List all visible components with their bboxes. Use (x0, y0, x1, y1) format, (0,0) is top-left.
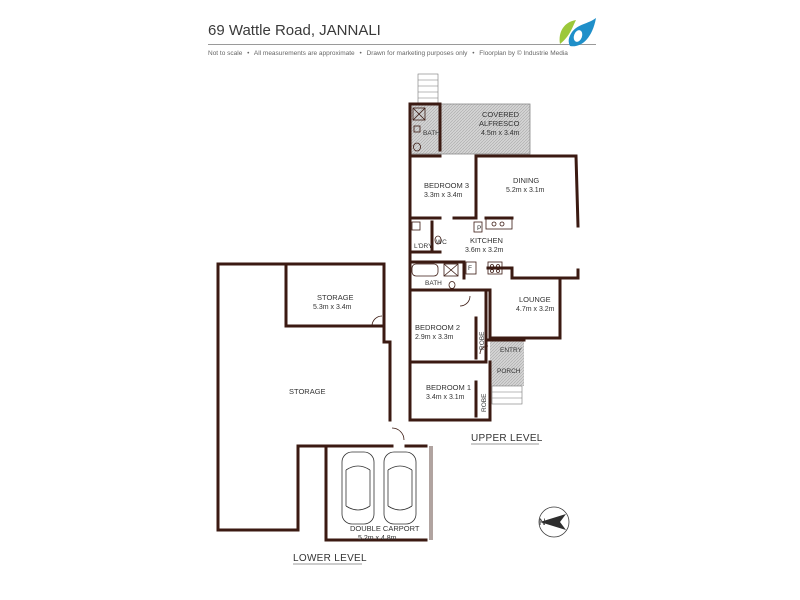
disclaimer-not-to-scale: Not to scale (208, 50, 243, 57)
upper-level-label: UPPER LEVEL (471, 433, 543, 444)
laundry-label: L'DRY (414, 243, 433, 250)
upper-level-walls (408, 102, 580, 422)
car-left-icon (341, 451, 375, 525)
bedroom2-size: 2.9m x 3.3m (415, 334, 454, 341)
carport-size: 5.2m x 4.8m (358, 535, 397, 542)
separator: • (472, 50, 475, 57)
compass-north-label: N (539, 517, 546, 527)
porch-label: PORCH (497, 368, 521, 375)
industrie-media-logo-icon (559, 18, 596, 47)
separator: • (247, 50, 250, 57)
compass-icon (538, 506, 570, 538)
fridge-label: F (468, 265, 472, 272)
kitchen-label: KITCHEN (470, 236, 503, 245)
storage-small-label: STORAGE (317, 293, 354, 302)
covered-alfresco-label-1: COVERED (482, 110, 520, 119)
upper-fixtures (411, 107, 513, 355)
disclaimer-marketing: Drawn for marketing purposes only (366, 50, 468, 57)
bedroom3-size: 3.3m x 3.4m (424, 192, 463, 199)
entry-label: ENTRY (500, 347, 523, 354)
bedroom1-size: 3.4m x 3.1m (426, 394, 465, 401)
disclaimer-measurements: All measurements are approximate (253, 50, 355, 57)
lower-fixtures (371, 315, 433, 540)
bedroom2-label: BEDROOM 2 (415, 323, 460, 332)
lower-level-walls (216, 262, 428, 542)
lower-level-label: LOWER LEVEL (293, 553, 367, 564)
bedroom1-label: BEDROOM 1 (426, 383, 471, 392)
bath-mid-label: BATH (425, 280, 442, 287)
lounge-size: 4.7m x 3.2m (516, 306, 555, 313)
covered-alfresco-size: 4.5m x 3.4m (481, 130, 520, 137)
kitchen-size: 3.6m x 3.2m (465, 247, 504, 254)
robe1-label: ROBE (481, 393, 488, 412)
car-right-icon (383, 451, 417, 525)
storage-large-label: STORAGE (289, 387, 326, 396)
storage-small-size: 5.3m x 3.4m (313, 304, 352, 311)
pantry-label: P (477, 225, 481, 232)
bedroom3-label: BEDROOM 3 (424, 181, 469, 190)
covered-alfresco-label-2: ALFRESCO (479, 119, 520, 128)
separator: • (359, 50, 362, 57)
porch-area (490, 340, 524, 405)
dining-label: DINING (513, 176, 539, 185)
dining-size: 5.2m x 3.1m (506, 187, 545, 194)
disclaimer-line: Not to scale • All measurements are appr… (208, 50, 568, 57)
carport-label: DOUBLE CARPORT (350, 524, 420, 533)
disclaimer-floorplan-credit: Floorplan by © Industrie Media (479, 50, 568, 57)
robe2-label: ROBE (479, 331, 486, 350)
header-divider (208, 44, 596, 45)
wc-label: WC (436, 239, 447, 246)
bath-upper-label: BATH (423, 130, 440, 137)
lounge-label: LOUNGE (519, 295, 551, 304)
property-address: 69 Wattle Road, JANNALI (208, 22, 381, 39)
